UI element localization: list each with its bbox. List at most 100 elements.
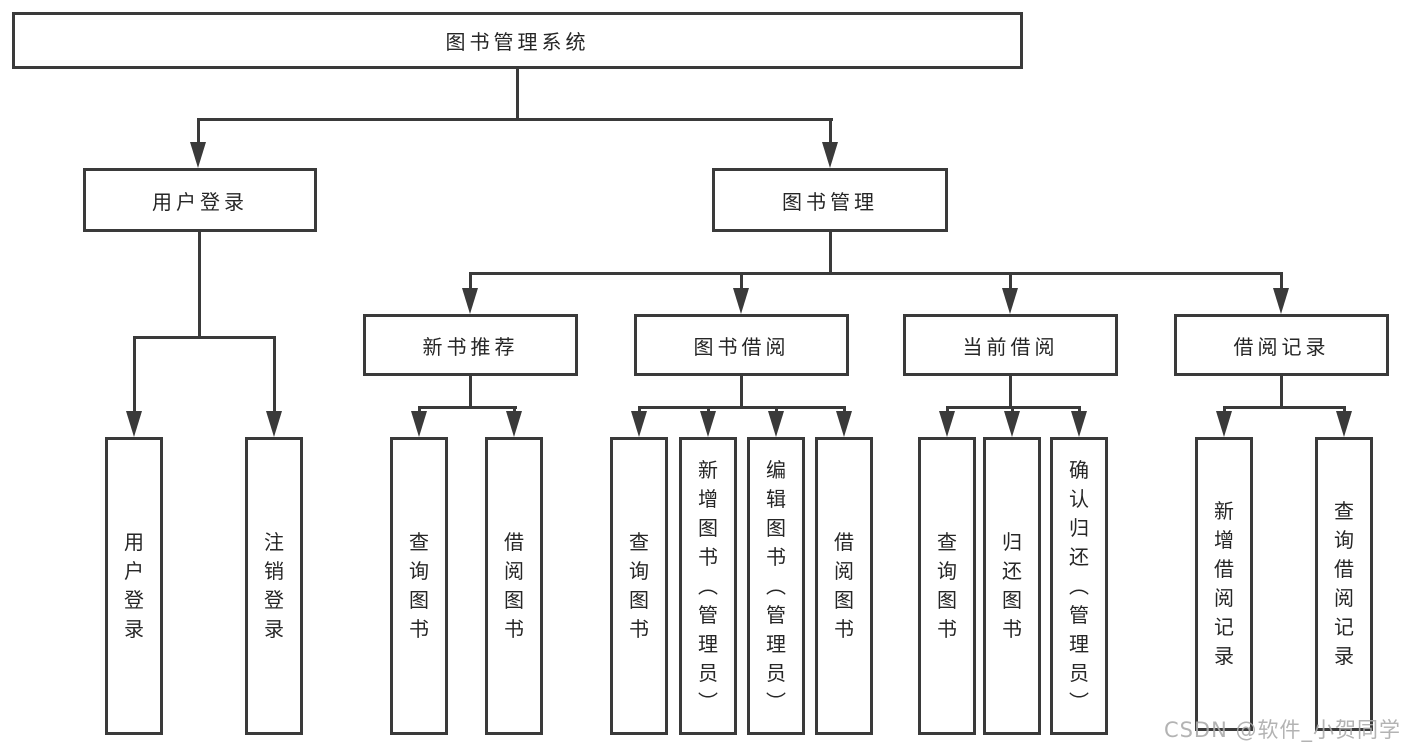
v-char: 借 [504, 530, 524, 554]
v-char: 确 [1069, 457, 1089, 482]
connector-drop-leaf-logout [273, 336, 276, 413]
arrow-down-icon [1002, 288, 1018, 314]
arrow-down-icon [266, 411, 282, 437]
connector-newbook-stem [469, 376, 472, 406]
connector-drop-new-book [469, 272, 472, 290]
v-char: 询 [629, 559, 649, 583]
v-char: ︶ [698, 689, 718, 714]
leaf-query-books-recommend: 查询图书 [390, 437, 448, 735]
v-char: 录 [264, 617, 284, 641]
leaf-edit-book-admin: 编辑图书︵管理员︶ [747, 437, 805, 735]
v-char: 录 [124, 617, 144, 641]
connector-drop [946, 406, 949, 413]
leaf-query-books-borrow: 查询图书 [610, 437, 668, 735]
arrow-down-icon [1004, 411, 1020, 437]
node-current-borrow: 当前借阅 [903, 314, 1118, 376]
v-char: 辑 [766, 486, 786, 511]
arrow-down-icon [768, 411, 784, 437]
v-char: 用 [124, 530, 144, 554]
leaf-confirm-return-admin: 确认归还︵管理员︶ [1050, 437, 1108, 735]
connector-drop-current-borrow [1009, 272, 1012, 290]
v-char: 询 [937, 559, 957, 583]
v-char: 理 [766, 631, 786, 656]
v-char: 员 [766, 660, 786, 685]
leaf-label: 新增借阅记录 [1198, 440, 1250, 728]
arrow-down-icon [506, 411, 522, 437]
connector-drop-leaf-login [133, 336, 136, 413]
v-char: 登 [264, 588, 284, 612]
node-label: 图书管理 [782, 189, 878, 214]
connector-drop [638, 406, 641, 413]
v-char: ︵ [698, 573, 718, 598]
leaf-label: 借阅图书 [488, 440, 540, 732]
node-label: 借阅记录 [1233, 334, 1330, 359]
connector-bookborrow-rail [638, 406, 846, 409]
connector-drop [1078, 406, 1081, 413]
arrow-down-icon [836, 411, 852, 437]
v-char: 阅 [504, 559, 524, 583]
v-char: 归 [1069, 515, 1089, 540]
v-char: 认 [1069, 486, 1089, 511]
v-char: 阅 [834, 559, 854, 583]
v-char: 归 [1002, 530, 1022, 554]
v-char: 图 [504, 588, 524, 612]
connector-drop-book-management [829, 118, 832, 145]
v-char: 员 [698, 660, 718, 685]
leaf-label: 借阅图书 [818, 440, 870, 732]
v-char: 阅 [1334, 586, 1354, 610]
v-char: 记 [1334, 615, 1354, 639]
v-char: 新 [698, 457, 718, 482]
leaf-label: 查询图书 [613, 440, 665, 732]
connector-bookborrow-stem [740, 376, 743, 406]
connector-drop [1343, 406, 1346, 413]
connector-root-stem [516, 69, 519, 118]
arrow-down-icon [631, 411, 647, 437]
leaf-add-borrow-record: 新增借阅记录 [1195, 437, 1253, 731]
leaf-label: 查询图书 [921, 440, 973, 732]
leaf-label: 编辑图书︵管理员︶ [750, 440, 802, 732]
leaf-logout: 注销登录 [245, 437, 303, 735]
arrow-down-icon [939, 411, 955, 437]
v-char: 管 [766, 602, 786, 627]
connector-drop [418, 406, 421, 413]
v-char: 查 [409, 530, 429, 554]
connector-drop [513, 406, 516, 413]
v-char: 销 [264, 559, 284, 583]
v-char: 借 [1334, 557, 1354, 581]
connector-borrowrecords-rail [1223, 406, 1346, 409]
v-char: 图 [409, 588, 429, 612]
v-char: ︵ [766, 573, 786, 598]
v-char: 注 [264, 530, 284, 554]
leaf-user-login: 用户登录 [105, 437, 163, 735]
v-char: 阅 [1214, 586, 1234, 610]
arrow-down-icon [1071, 411, 1087, 437]
connector-borrowrecords-stem [1280, 376, 1283, 406]
connector-drop [843, 406, 846, 413]
arrow-down-icon [190, 142, 206, 168]
connector-newbook-rail [418, 406, 517, 409]
v-char: 记 [1214, 615, 1234, 639]
v-char: 图 [766, 515, 786, 540]
leaf-label: 确认归还︵管理员︶ [1053, 440, 1105, 732]
v-char: 查 [629, 530, 649, 554]
arrow-down-icon [1336, 411, 1352, 437]
node-book-borrow: 图书借阅 [634, 314, 849, 376]
v-char: 录 [1214, 644, 1234, 668]
v-char: 书 [834, 617, 854, 641]
connector-drop-user-login [197, 118, 200, 145]
arrow-down-icon [462, 288, 478, 314]
v-char: 员 [1069, 660, 1089, 685]
v-char: ︶ [1069, 689, 1089, 714]
connector-drop-borrow-records [1280, 272, 1283, 290]
v-char: ︵ [1069, 573, 1089, 598]
v-char: 新 [1214, 499, 1234, 523]
connector-drop-book-borrow [740, 272, 743, 290]
v-char: 管 [698, 602, 718, 627]
v-char: 理 [1069, 631, 1089, 656]
connector-root-rail [197, 118, 833, 121]
leaf-label: 注销登录 [248, 440, 300, 732]
connector-bookmgmt-rail [469, 272, 1283, 275]
node-label: 图书管理系统 [445, 30, 590, 54]
v-char: 编 [766, 457, 786, 482]
